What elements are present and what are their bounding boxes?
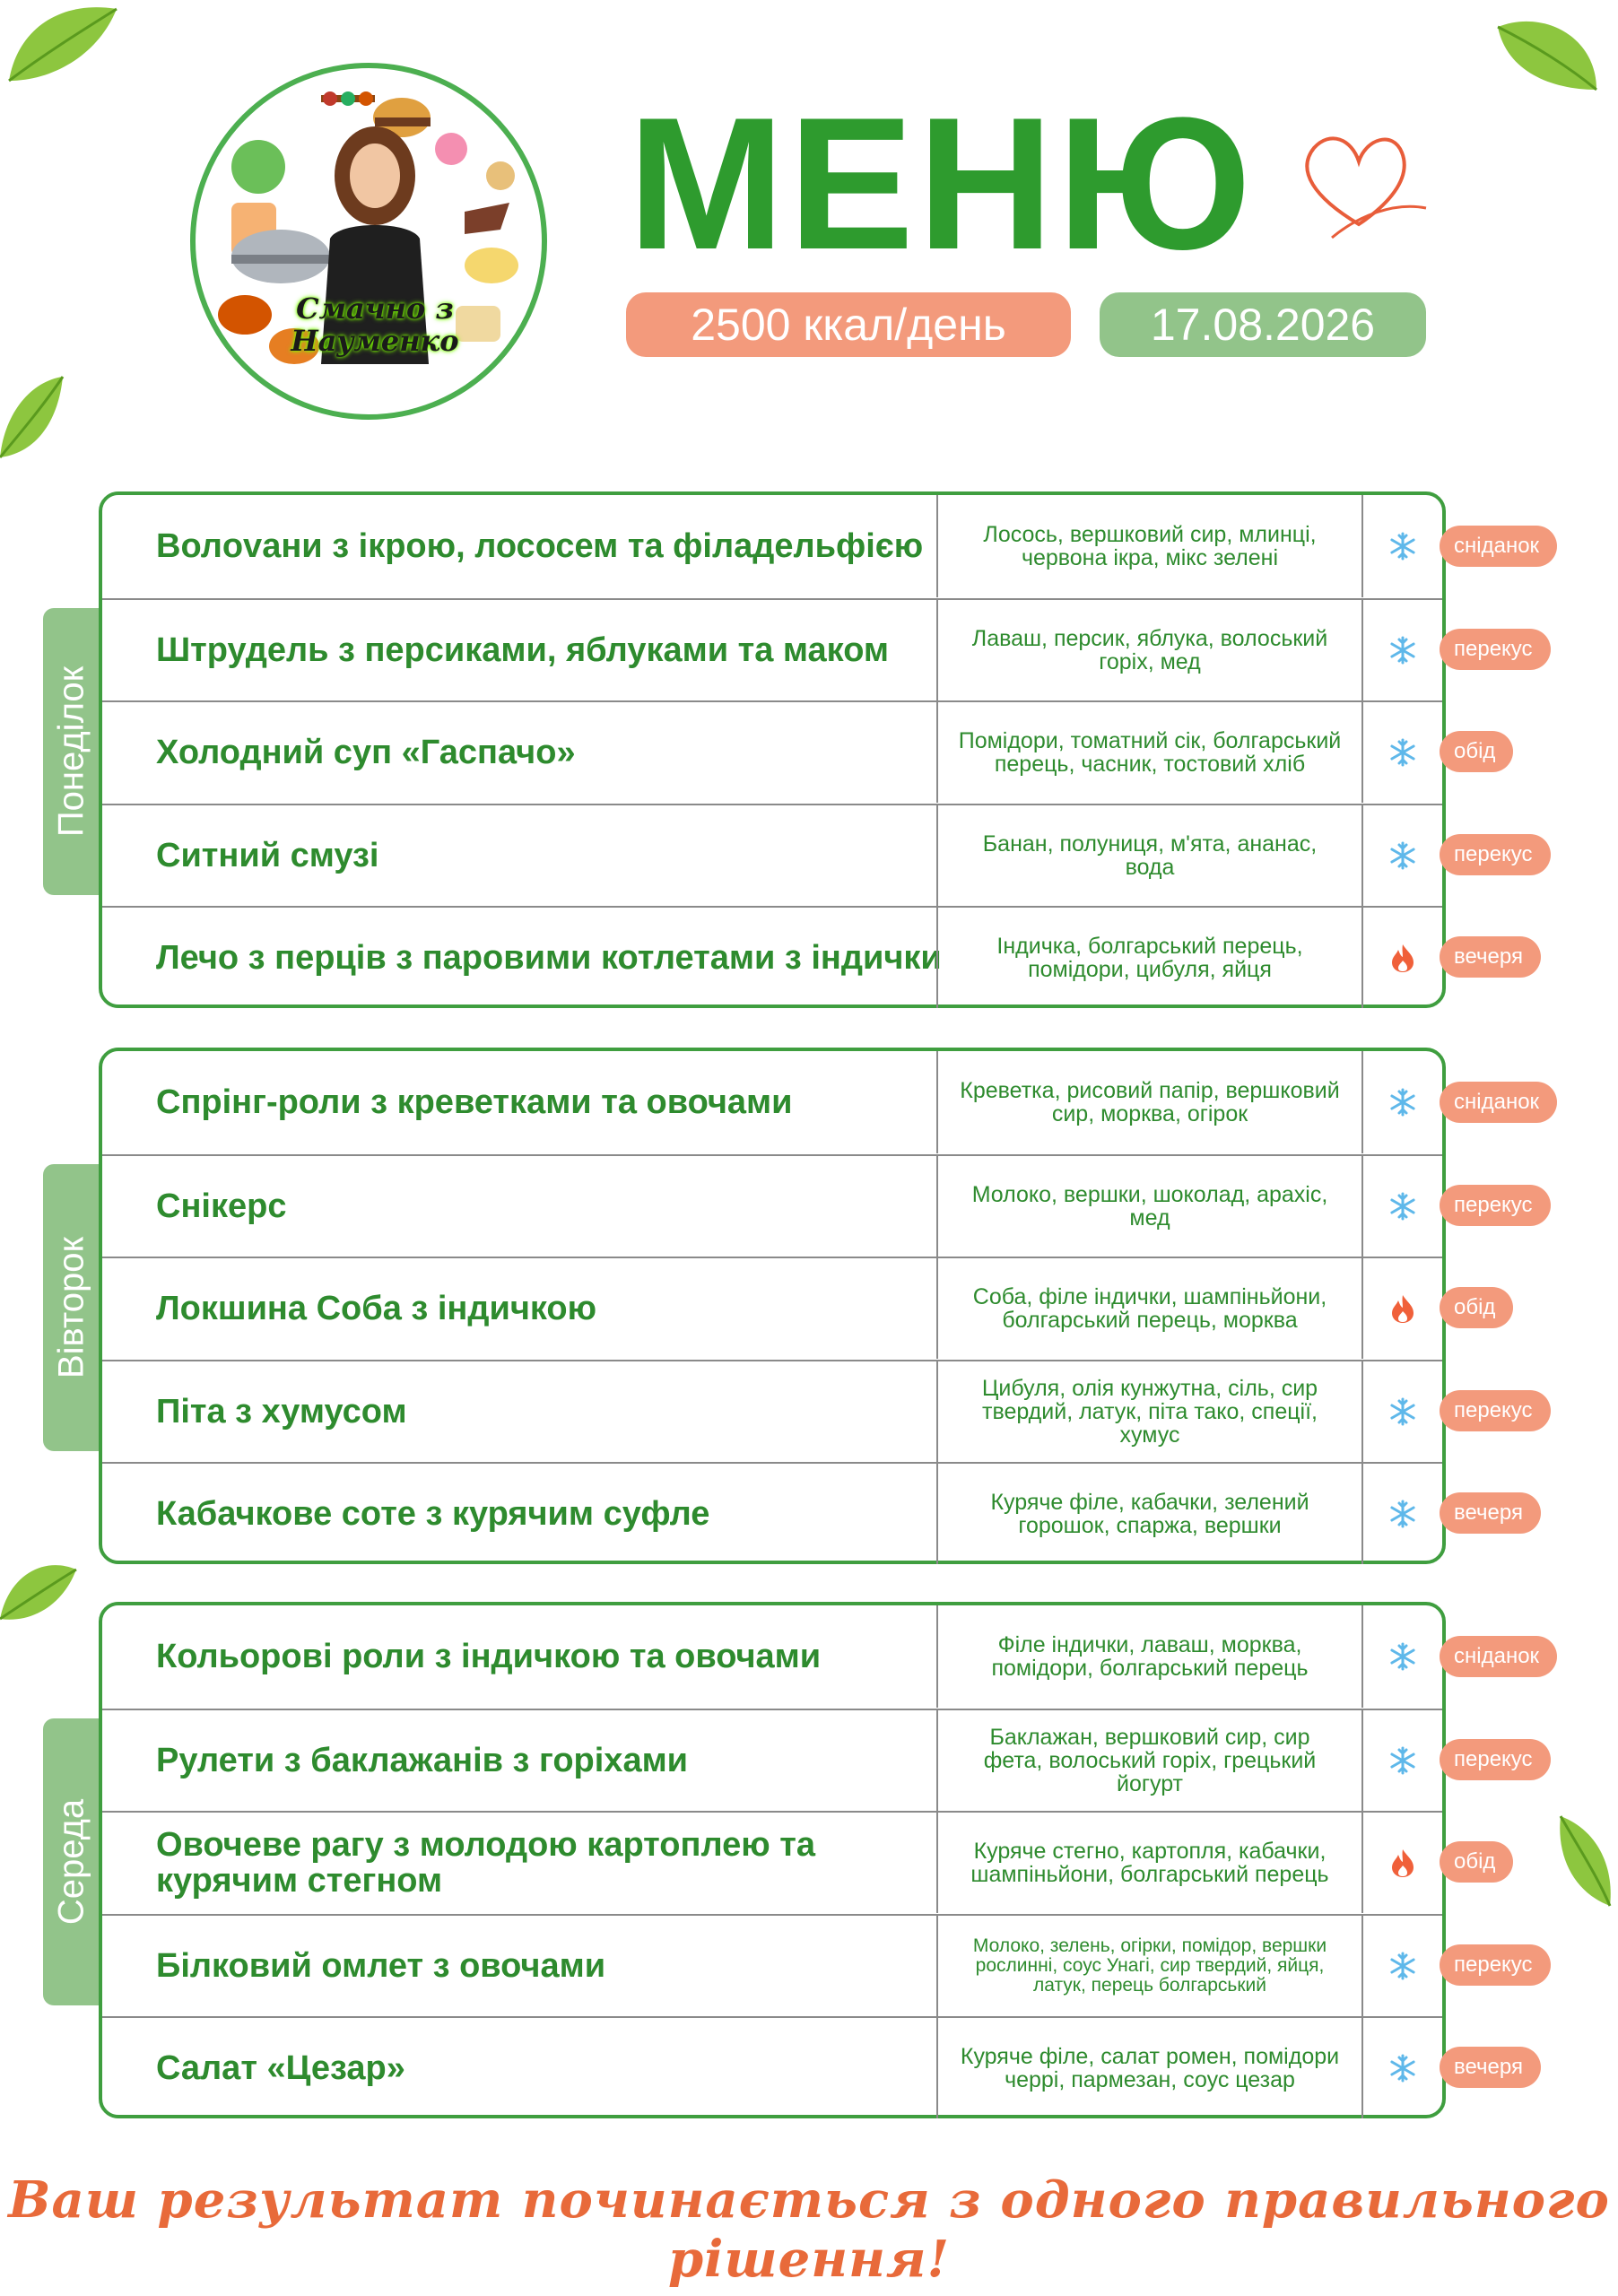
dish-name: Спрінг-роли з креветками та овочами (156, 1083, 793, 1121)
menu-row: Рулети з баклажанів з горіхами Баклажан, … (102, 1708, 1442, 1811)
ingredients-text: Лосось, вершковий сир, млинці, червона і… (936, 495, 1363, 597)
snowflake-icon (1363, 2018, 1442, 2118)
menu-row: Піта з хумусом Цибуля, олія кунжутна, сіл… (102, 1359, 1442, 1462)
leaf-icon (1497, 21, 1597, 91)
meal-type-badge: вечеря (1440, 936, 1541, 978)
meal-type-badge: сніданок (1440, 1082, 1558, 1124)
snowflake-icon (1363, 1710, 1442, 1811)
leaf-icon (8, 7, 117, 83)
meal-type-badge: вечеря (1440, 2047, 1541, 2089)
meal-type-badge: вечеря (1440, 1492, 1541, 1535)
dish-name: Кабачкове соте з курячим суфле (156, 1495, 710, 1533)
dish-name: Ситний смузі (156, 836, 379, 874)
ingredients-text: Соба, філе індички, шампіньйони, болгарс… (936, 1258, 1363, 1359)
dish-name: Салат «Цезар» (156, 2049, 405, 2087)
date-badge: 17.08.2026 (1100, 292, 1426, 357)
day-label-tab: Вівторок (43, 1164, 100, 1451)
menu-row: Холодний суп «Гаспачо» Помідори, томатний… (102, 700, 1442, 803)
menu-row: Овочеве рагу з молодою картоплею та куря… (102, 1811, 1442, 1913)
meal-type-badge: перекус (1440, 1184, 1551, 1226)
day-name: Понеділок (51, 665, 91, 838)
ingredients-text: Індичка, болгарський перець, помідори, ц… (936, 908, 1363, 1008)
leaf-icon (0, 376, 65, 458)
ingredients-text: Куряче філе, салат ромен, помідори черрі… (936, 2018, 1363, 2118)
fire-icon (1363, 1813, 1442, 1913)
fire-icon (1363, 1258, 1442, 1359)
dish-name: Волovани з ікрою, лососем та філадельфіє… (156, 527, 924, 565)
meal-type-badge: обід (1440, 731, 1514, 773)
leaf-icon (1559, 1815, 1612, 1907)
menu-row: Ситний смузі Банан, полуниця, м'ята, анан… (102, 803, 1442, 906)
meal-type-badge: перекус (1440, 1389, 1551, 1431)
meal-type-badge: сніданок (1440, 1636, 1558, 1678)
dish-name: Білковий омлет з овочами (156, 1946, 606, 1985)
ingredients-text: Банан, полуниця, м'ята, ананас, вода (936, 804, 1363, 906)
leaf-icon (0, 1565, 77, 1621)
snowflake-icon (1363, 1464, 1442, 1564)
snowflake-icon (1363, 1156, 1442, 1257)
ingredients-text: Куряче стегно, картопля, кабачки, шампін… (936, 1813, 1363, 1913)
menu-row: Салат «Цезар» Куряче філе, салат ромен, п… (102, 2016, 1442, 2118)
snowflake-icon (1363, 1051, 1442, 1153)
calorie-badge: 2500 ккал/день (626, 292, 1071, 357)
menu-row: Спрінг-роли з креветками та овочами Креве… (102, 1051, 1442, 1153)
snowflake-icon (1363, 600, 1442, 700)
snowflake-icon (1363, 1916, 1442, 2016)
menu-row: Кабачкове соте з курячим суфле Куряче філ… (102, 1462, 1442, 1564)
dish-name: Рулети з баклажанів з горіхами (156, 1741, 689, 1779)
day-name: Середа (51, 1798, 91, 1926)
snowflake-icon (1363, 1605, 1442, 1708)
dish-name: Овочеве рагу з молодою картоплею та куря… (156, 1826, 815, 1900)
ingredients-text: Цибуля, олія кунжутна, сіль, сир твердий… (936, 1361, 1363, 1462)
menu-row: Білковий омлет з овочами Молоко, зелень, … (102, 1913, 1442, 2016)
ingredients-text: Молоко, вершки, шоколад, арахіс, мед (936, 1155, 1363, 1257)
page-title: МЕНЮ (628, 78, 1256, 289)
day-label-tab: Понеділок (43, 608, 100, 895)
ingredients-text: Молоко, зелень, огірки, помідор, вершки … (936, 1915, 1363, 2016)
meal-type-badge: перекус (1440, 1944, 1551, 1986)
meal-type-badge: обід (1440, 1287, 1514, 1329)
snowflake-icon (1363, 1361, 1442, 1462)
brand-logo: Смачно з Науменко (190, 63, 547, 420)
meal-type-badge: перекус (1440, 1738, 1551, 1780)
dish-name: Холодний суп «Гаспачо» (156, 734, 576, 771)
menu-row: Штрудель з персиками, яблуками та маком Л… (102, 597, 1442, 700)
menu-row: Локшина Соба з індичкою Соба, філе індичк… (102, 1257, 1442, 1359)
menu-row: Лечо з перців з паровими котлетами з інд… (102, 906, 1442, 1008)
dish-name: Локшина Соба з індичкою (156, 1290, 597, 1327)
menu-row: Кольорові роли з індичкою та овочами Філе… (102, 1605, 1442, 1708)
day-name: Вівторок (51, 1236, 91, 1379)
dish-name: Снікерс (156, 1187, 287, 1225)
meal-type-badge: перекус (1440, 628, 1551, 670)
day-menu-table: Спрінг-роли з креветками та овочами Креве… (99, 1048, 1446, 1564)
dish-name: Лечо з перців з паровими котлетами з інд… (156, 939, 942, 977)
menu-row: Волovани з ікрою, лососем та філадельфіє… (102, 495, 1442, 597)
meal-type-badge: сніданок (1440, 526, 1558, 568)
ingredients-text: Куряче філе, кабачки, зелений горошок, с… (936, 1464, 1363, 1564)
ingredients-text: Філе індички, лаваш, морква, помідори, б… (936, 1605, 1363, 1708)
snowflake-icon (1363, 702, 1442, 803)
day-label-tab: Середа (43, 1718, 100, 2005)
dish-name: Штрудель з персиками, яблуками та маком (156, 631, 890, 669)
meal-type-badge: перекус (1440, 833, 1551, 875)
ingredients-text: Баклажан, вершковий сир, сир фета, волос… (936, 1709, 1363, 1811)
footer-slogan: Ваш результат починається з одного прави… (8, 2170, 1610, 2289)
day-menu-table: Волovани з ікрою, лососем та філадельфіє… (99, 491, 1446, 1008)
meal-type-badge: обід (1440, 1841, 1514, 1883)
ingredients-text: Креветка, рисовий папір, вершковий сир, … (936, 1051, 1363, 1153)
dish-name: Піта з хумусом (156, 1392, 407, 1431)
ingredients-text: Помідори, томатний сік, болгарський пере… (936, 702, 1363, 803)
dish-name: Кольорові роли з індичкою та овочами (156, 1638, 822, 1675)
chef-illustration-icon (218, 91, 518, 364)
ingredients-text: Лаваш, персик, яблука, волоський горіх, … (936, 599, 1363, 700)
snowflake-icon (1363, 495, 1442, 597)
day-menu-table: Кольорові роли з індичкою та овочами Філе… (99, 1602, 1446, 2118)
fire-icon (1363, 908, 1442, 1008)
menu-row: Снікерс Молоко, вершки, шоколад, арахіс, … (102, 1153, 1442, 1257)
heart-icon (1305, 136, 1427, 239)
logo-text: Смачно з Науменко (291, 291, 459, 358)
snowflake-icon (1363, 805, 1442, 906)
